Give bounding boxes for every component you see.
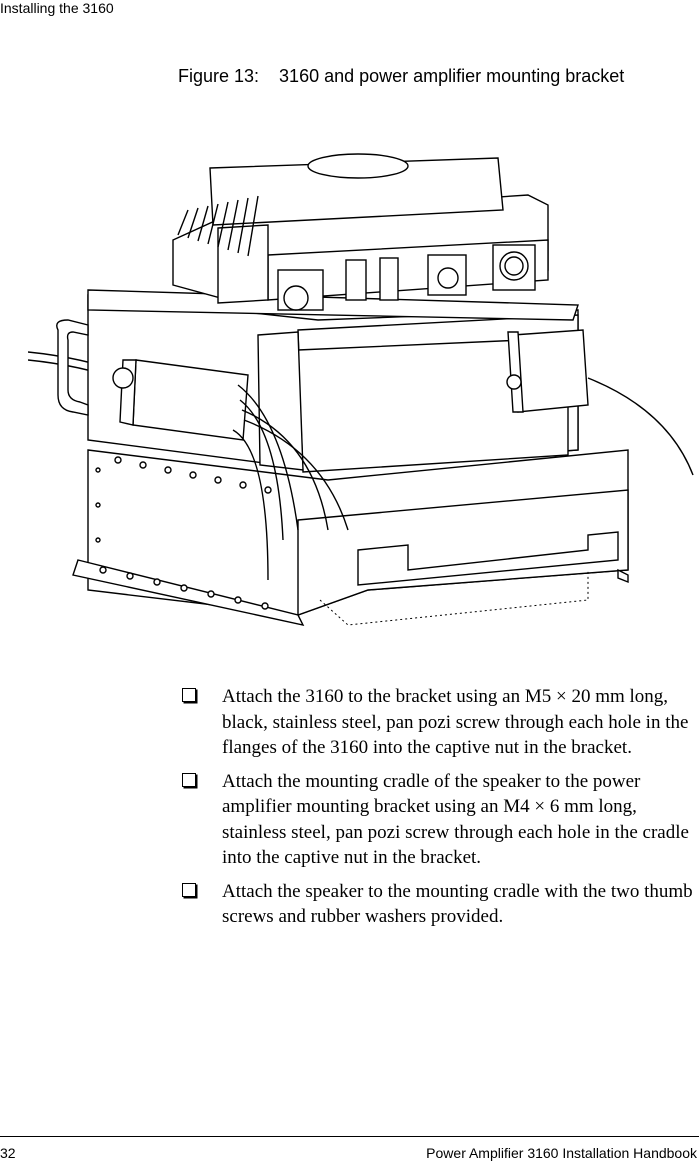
footer-divider bbox=[0, 1136, 699, 1137]
step-text: Attach the speaker to the mounting cradl… bbox=[222, 880, 693, 928]
checkbox-icon bbox=[182, 772, 196, 787]
bracket-hole-row bbox=[95, 456, 272, 610]
figure-caption: Figure 13: 3160 and power amplifier moun… bbox=[178, 66, 625, 86]
checkbox-icon bbox=[182, 882, 196, 897]
footer-title: Power Amplifier 3160 Installation Handbo… bbox=[426, 1145, 697, 1161]
step-list: Attach the 3160 to the bracket using an … bbox=[182, 684, 694, 938]
running-header: Installing the 3160 bbox=[0, 0, 114, 16]
step-item: Attach the 3160 to the bracket using an … bbox=[182, 684, 694, 761]
mounting-bracket-illustration bbox=[27, 120, 699, 650]
checkbox-icon bbox=[182, 688, 196, 702]
heat-sink-fins bbox=[177, 195, 259, 257]
step-item: Attach the speaker to the mounting cradl… bbox=[182, 879, 694, 930]
page-number: 32 bbox=[0, 1145, 16, 1161]
step-text: Attach the 3160 to the bracket using an … bbox=[222, 686, 689, 758]
step-item: Attach the mounting cradle of the speake… bbox=[182, 769, 694, 871]
step-text: Attach the mounting cradle of the speake… bbox=[222, 770, 689, 869]
